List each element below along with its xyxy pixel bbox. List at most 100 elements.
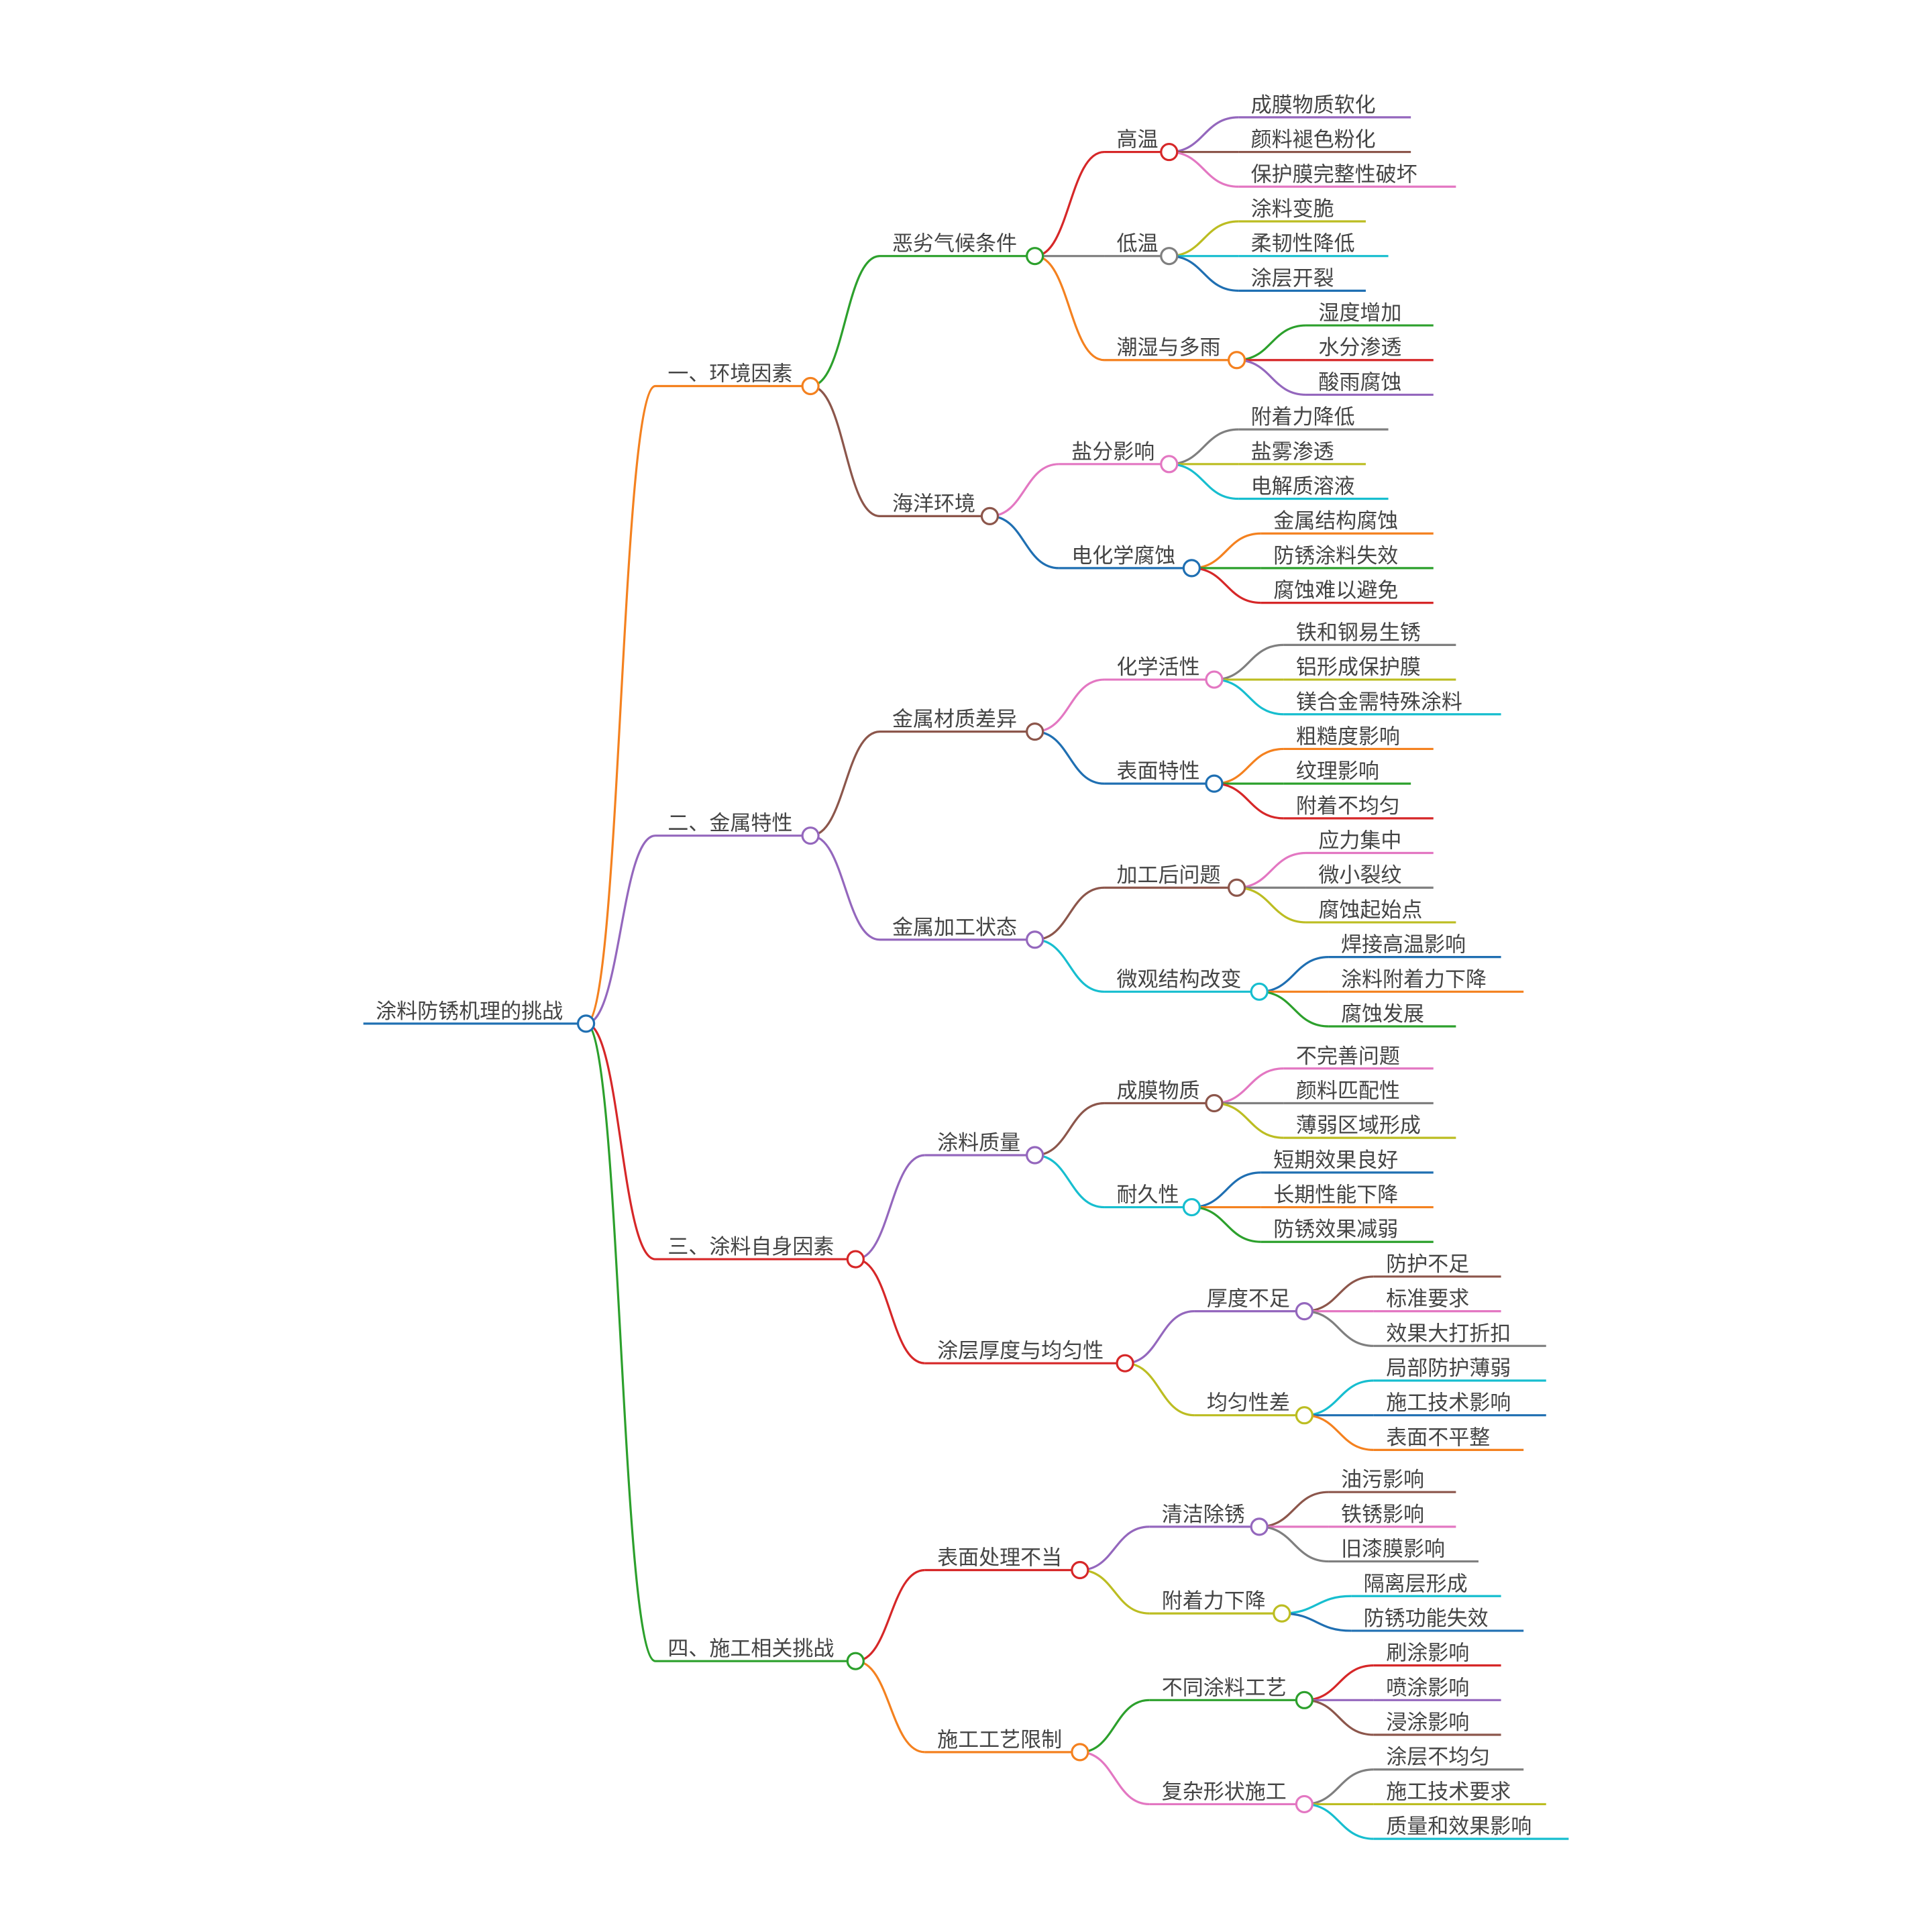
leaf-node[interactable]: 表面不平整: [1373, 1426, 1524, 1452]
leaf-node[interactable]: 金属结构腐蚀: [1260, 509, 1434, 535]
collapse-toggle-icon[interactable]: [1071, 1560, 1089, 1580]
leaf-node[interactable]: 铝形成保护膜: [1283, 655, 1456, 681]
leaf-node[interactable]: 湿度增加: [1305, 301, 1434, 327]
topic-node[interactable]: 涂料质量: [924, 1131, 1044, 1165]
leaf-node[interactable]: 铁和钢易生锈: [1283, 621, 1456, 646]
leaf-node[interactable]: 成膜物质软化: [1238, 93, 1411, 119]
leaf-node[interactable]: 涂料附着力下降: [1328, 967, 1524, 993]
leaf-node[interactable]: 短期效果良好: [1260, 1148, 1434, 1174]
collapse-toggle-icon[interactable]: [801, 376, 820, 396]
leaf-node[interactable]: 效果大打折扣: [1373, 1322, 1546, 1347]
topic-node[interactable]: 均匀性差: [1194, 1391, 1313, 1425]
topic-node[interactable]: 四、施工相关挑战: [655, 1637, 865, 1670]
collapse-toggle-icon[interactable]: [1116, 1354, 1134, 1373]
leaf-node[interactable]: 附着不均匀: [1283, 794, 1434, 820]
collapse-toggle-icon[interactable]: [1205, 1093, 1224, 1113]
collapse-toggle-icon[interactable]: [1205, 670, 1224, 689]
topic-node[interactable]: 低温: [1104, 232, 1179, 266]
collapse-toggle-icon[interactable]: [1026, 247, 1044, 266]
topic-node[interactable]: 一、环境因素: [655, 362, 820, 396]
leaf-node[interactable]: 薄弱区域形成: [1283, 1114, 1456, 1139]
topic-node[interactable]: 清洁除锈: [1149, 1503, 1269, 1536]
leaf-node[interactable]: 酸雨腐蚀: [1305, 370, 1434, 396]
leaf-node[interactable]: 防锈涂料失效: [1260, 544, 1434, 570]
topic-node[interactable]: 涂层厚度与均匀性: [924, 1339, 1134, 1373]
collapse-toggle-icon[interactable]: [846, 1250, 865, 1269]
collapse-toggle-icon[interactable]: [846, 1652, 865, 1670]
leaf-node[interactable]: 附着力降低: [1238, 405, 1389, 431]
topic-node[interactable]: 不同涂料工艺: [1149, 1676, 1313, 1709]
leaf-node[interactable]: 涂层不均匀: [1373, 1746, 1524, 1771]
leaf-node[interactable]: 颜料匹配性: [1283, 1079, 1434, 1105]
collapse-toggle-icon[interactable]: [1295, 1406, 1313, 1425]
leaf-node[interactable]: 施工技术要求: [1373, 1780, 1546, 1806]
topic-node[interactable]: 施工工艺限制: [924, 1728, 1089, 1762]
leaf-node[interactable]: 喷涂影响: [1373, 1676, 1501, 1701]
leaf-node[interactable]: 长期性能下降: [1260, 1183, 1434, 1209]
leaf-node[interactable]: 纹理影响: [1283, 759, 1411, 785]
leaf-node[interactable]: 微小裂纹: [1305, 863, 1434, 889]
collapse-toggle-icon[interactable]: [1026, 722, 1044, 741]
leaf-node[interactable]: 旧漆膜影响: [1328, 1538, 1479, 1563]
topic-node[interactable]: 潮湿与多雨: [1104, 336, 1246, 370]
topic-node[interactable]: 表面处理不当: [924, 1546, 1089, 1580]
topic-node[interactable]: 微观结构改变: [1104, 967, 1269, 1001]
collapse-toggle-icon[interactable]: [1160, 247, 1179, 266]
leaf-node[interactable]: 腐蚀起始点: [1305, 898, 1456, 924]
leaf-node[interactable]: 油污影响: [1328, 1468, 1456, 1493]
leaf-node[interactable]: 保护膜完整性破坏: [1238, 162, 1456, 188]
leaf-node[interactable]: 粗糙度影响: [1283, 724, 1434, 751]
leaf-node[interactable]: 腐蚀发展: [1328, 1002, 1456, 1028]
collapse-toggle-icon[interactable]: [1295, 1794, 1313, 1814]
topic-node[interactable]: 高温: [1104, 128, 1179, 162]
leaf-node[interactable]: 铁锈影响: [1328, 1503, 1456, 1528]
leaf-node[interactable]: 质量和效果影响: [1373, 1815, 1569, 1840]
topic-node[interactable]: 化学活性: [1104, 655, 1224, 689]
collapse-toggle-icon[interactable]: [1295, 1302, 1313, 1321]
collapse-toggle-icon[interactable]: [576, 1014, 596, 1033]
topic-node[interactable]: 金属加工状态: [879, 916, 1044, 949]
topic-node[interactable]: 耐久性: [1104, 1183, 1201, 1217]
collapse-toggle-icon[interactable]: [801, 826, 820, 845]
collapse-toggle-icon[interactable]: [1227, 351, 1246, 370]
topic-node[interactable]: 海洋环境: [879, 492, 1000, 525]
leaf-node[interactable]: 隔离层形成: [1351, 1572, 1501, 1597]
leaf-node[interactable]: 柔韧性降低: [1238, 232, 1389, 258]
leaf-node[interactable]: 电解质溶液: [1238, 475, 1389, 500]
leaf-node[interactable]: 浸涂影响: [1373, 1711, 1501, 1736]
leaf-node[interactable]: 腐蚀难以避免: [1260, 579, 1434, 604]
collapse-toggle-icon[interactable]: [1273, 1604, 1291, 1623]
leaf-node[interactable]: 涂料变脆: [1238, 197, 1366, 223]
topic-node[interactable]: 恶劣气候条件: [879, 232, 1044, 266]
topic-node[interactable]: 三、涂料自身因素: [655, 1235, 865, 1269]
topic-node[interactable]: 复杂形状施工: [1149, 1780, 1313, 1814]
root-node[interactable]: 涂料防锈机理的挑战: [363, 1000, 596, 1033]
collapse-toggle-icon[interactable]: [1026, 930, 1044, 949]
collapse-toggle-icon[interactable]: [1160, 455, 1179, 474]
leaf-node[interactable]: 涂层开裂: [1238, 266, 1366, 292]
leaf-node[interactable]: 局部防护薄弱: [1373, 1356, 1546, 1382]
topic-node[interactable]: 盐分影响: [1059, 440, 1179, 474]
collapse-toggle-icon[interactable]: [1026, 1146, 1044, 1165]
collapse-toggle-icon[interactable]: [1295, 1690, 1313, 1709]
leaf-node[interactable]: 防锈功能失效: [1351, 1607, 1524, 1632]
topic-node[interactable]: 表面特性: [1104, 759, 1224, 793]
topic-node[interactable]: 厚度不足: [1194, 1287, 1313, 1321]
collapse-toggle-icon[interactable]: [1227, 878, 1246, 897]
leaf-node[interactable]: 镁合金需特殊涂料: [1283, 690, 1501, 716]
topic-node[interactable]: 二、金属特性: [655, 812, 820, 845]
leaf-node[interactable]: 应力集中: [1305, 829, 1434, 855]
collapse-toggle-icon[interactable]: [1250, 982, 1269, 1001]
leaf-node[interactable]: 施工技术影响: [1373, 1391, 1546, 1417]
leaf-node[interactable]: 标准要求: [1373, 1287, 1501, 1313]
topic-node[interactable]: 成膜物质: [1104, 1079, 1224, 1113]
collapse-toggle-icon[interactable]: [1182, 559, 1201, 578]
leaf-node[interactable]: 焊接高温影响: [1328, 933, 1501, 959]
leaf-node[interactable]: 不完善问题: [1283, 1044, 1434, 1070]
leaf-node[interactable]: 水分渗透: [1305, 336, 1434, 362]
leaf-node[interactable]: 刷涂影响: [1373, 1642, 1501, 1667]
collapse-toggle-icon[interactable]: [980, 506, 1000, 525]
leaf-node[interactable]: 防锈效果减弱: [1260, 1218, 1434, 1243]
topic-node[interactable]: 加工后问题: [1104, 863, 1246, 897]
leaf-node[interactable]: 防护不足: [1373, 1252, 1501, 1278]
